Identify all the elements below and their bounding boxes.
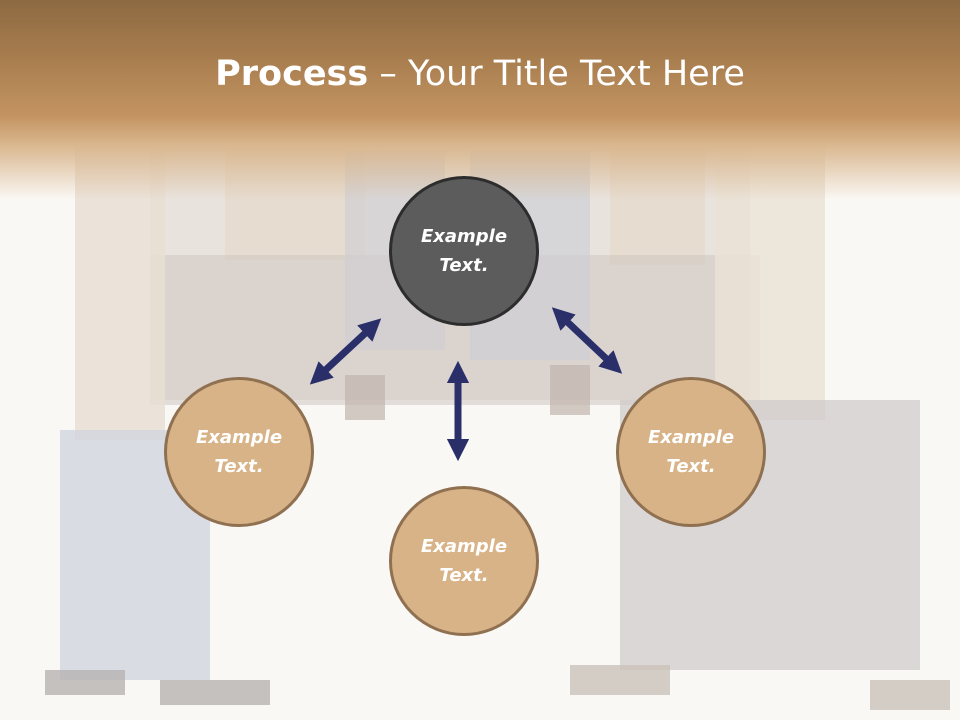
circle-left[interactable]: Example Text.	[164, 377, 314, 527]
circle-bottom-line2: Text.	[439, 565, 489, 586]
circle-right[interactable]: Example Text.	[616, 377, 766, 527]
circle-center[interactable]: Example Text.	[389, 176, 539, 326]
circle-left-line2: Text.	[214, 456, 264, 477]
title-rest-text: – Your Title Text Here	[368, 54, 745, 94]
circle-center-line2: Text.	[439, 255, 489, 276]
slide-title[interactable]: Process – Your Title Text Here	[0, 52, 960, 96]
arrow-center-right-icon	[551, 307, 623, 374]
circle-right-line2: Text.	[666, 456, 716, 477]
circle-left-line1: Example	[195, 427, 283, 448]
title-bold-text: Process	[215, 54, 369, 94]
circle-bottom-line1: Example	[420, 536, 508, 557]
circle-center-line1: Example	[420, 226, 508, 247]
circle-right-line1: Example	[647, 427, 735, 448]
arrow-center-left-icon	[309, 318, 382, 385]
circle-bottom[interactable]: Example Text.	[389, 486, 539, 636]
title-band	[0, 0, 960, 200]
